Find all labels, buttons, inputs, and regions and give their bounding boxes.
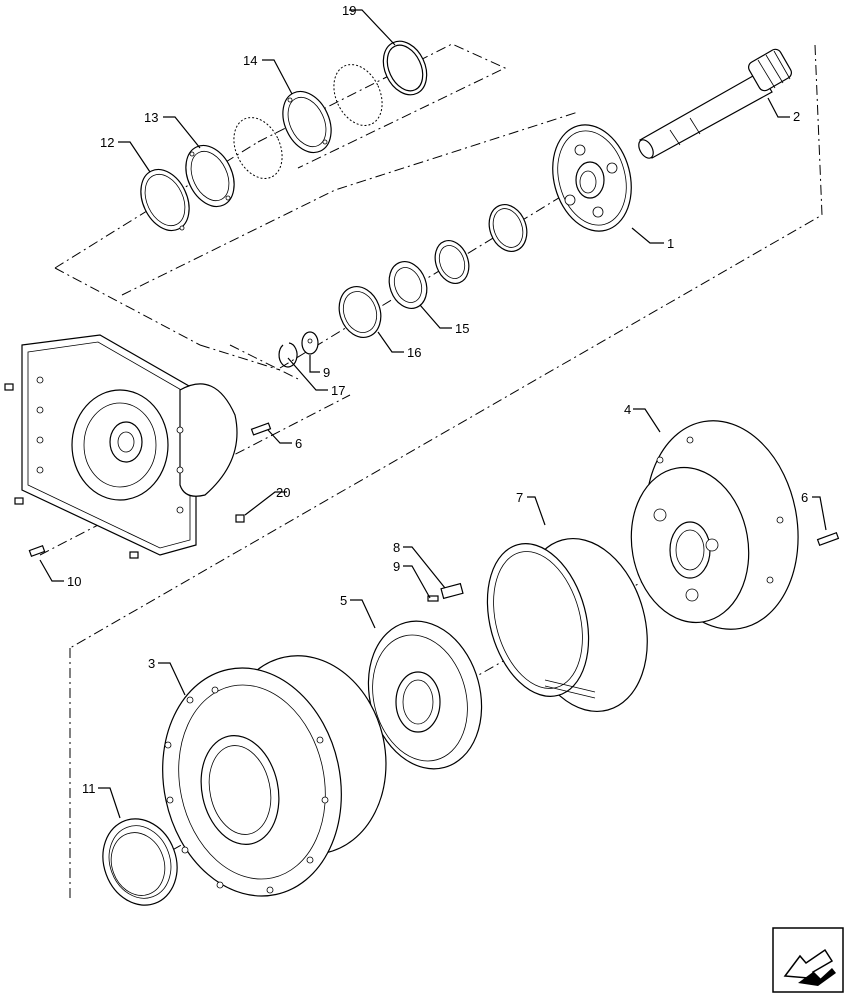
callout-14: 13 (144, 110, 158, 125)
part-19-o-ring (382, 40, 428, 96)
part-9-screw (427, 595, 439, 602)
part-7-ring-gear (486, 537, 648, 713)
callout-15: 14 (243, 53, 257, 68)
part-10-washer (301, 331, 319, 355)
part-12-seal (102, 818, 178, 906)
part-5-planet-carrier (367, 620, 483, 770)
callout-12: 11 (82, 781, 96, 796)
callout-11: 10 (67, 574, 81, 589)
callout-10: 9 (323, 365, 330, 380)
callout-1: 1 (667, 236, 674, 251)
callout-3: 3 (148, 656, 155, 671)
next-page-arrow-icon[interactable] (772, 927, 844, 993)
motor-housing-assembly (21, 334, 238, 556)
part-15-shim-plates (233, 64, 383, 179)
part-3-wheel-hub (162, 655, 387, 897)
part-4-hub-housing (630, 420, 799, 630)
part-13-shim (140, 168, 190, 232)
part-17-bearing-cup (338, 286, 382, 338)
callout-20: 20 (276, 485, 290, 500)
callout-labels: 19 14 13 12 2 1 15 16 9 17 6 20 10 4 6 7… (67, 3, 808, 796)
small-gear (434, 240, 470, 284)
callout-6-left: 6 (295, 436, 302, 451)
callout-17: 16 (407, 345, 421, 360)
callout-13: 12 (100, 135, 114, 150)
callout-6-right: 6 (801, 490, 808, 505)
callout-2: 2 (793, 109, 800, 124)
leader-lines (39, 9, 827, 819)
bearing-cup (488, 204, 528, 252)
part-2-shaft (638, 48, 792, 159)
callout-7: 7 (516, 490, 523, 505)
callout-8: 8 (393, 540, 400, 555)
part-1-carrier-gear (552, 124, 632, 232)
callout-4: 4 (624, 402, 631, 417)
callout-18: 17 (331, 383, 345, 398)
callout-9: 9 (393, 559, 400, 574)
bolts-housing (4, 383, 272, 559)
callout-19: 19 (342, 3, 356, 18)
callout-5: 5 (340, 593, 347, 608)
part-14-shim (185, 144, 235, 208)
part-18-snap-ring (278, 342, 298, 368)
part-16-bearing-cone (388, 261, 428, 309)
callout-16: 15 (455, 321, 469, 336)
part-6-bolt-right (816, 531, 840, 547)
part-8-lock-plate (440, 582, 464, 600)
